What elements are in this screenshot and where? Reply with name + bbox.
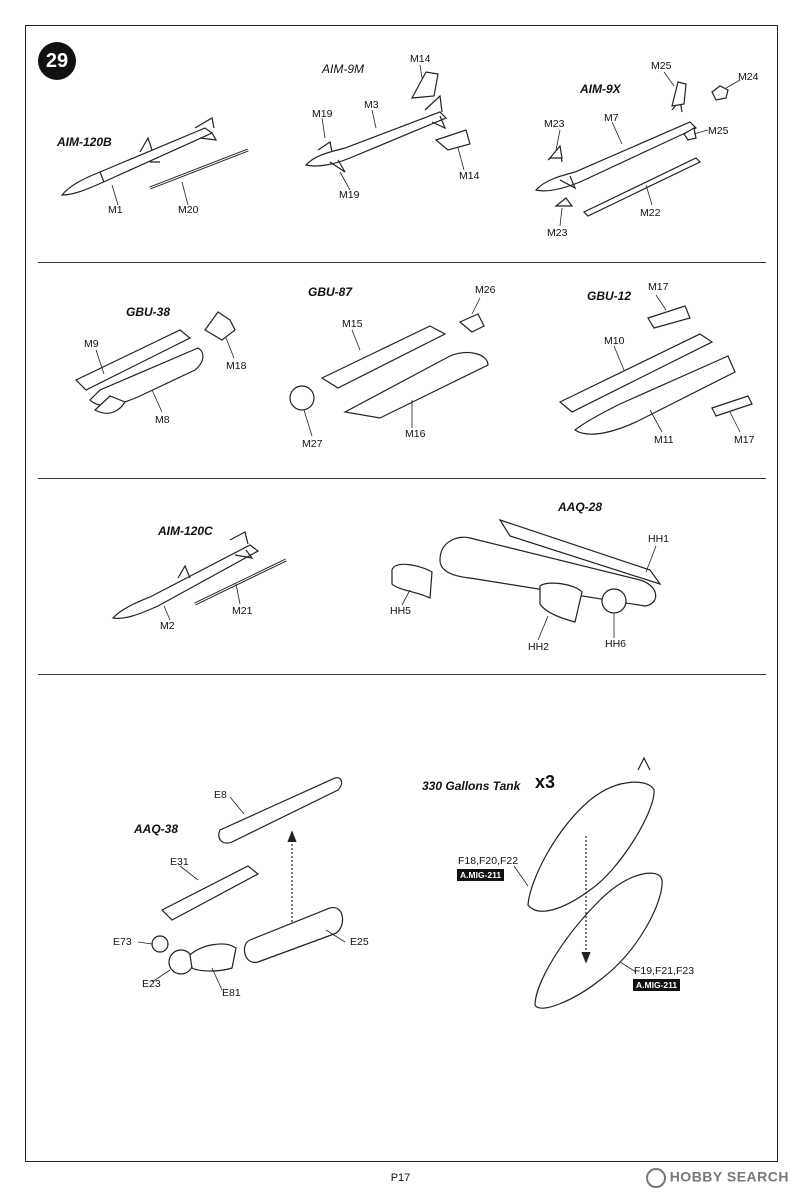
- aim-9m-title: AIM-9M: [322, 62, 364, 76]
- part-label: M24: [738, 71, 759, 83]
- section-divider: [38, 262, 766, 263]
- part-label: M10: [604, 335, 625, 347]
- page-number: P17: [390, 1172, 411, 1184]
- aim-9m-missile-drawing: [304, 71, 471, 173]
- part-label: M22: [640, 207, 661, 219]
- part-label: M27: [302, 438, 323, 450]
- part-label: M21: [232, 605, 253, 617]
- aim-9x-title: AIM-9X: [580, 82, 621, 96]
- gbu-12-title: GBU-12: [587, 289, 632, 303]
- leader-lines: [95, 64, 741, 991]
- aim-120c-title: AIM-120C: [158, 524, 213, 538]
- part-label: M19: [312, 108, 333, 120]
- part-label: M17: [734, 434, 755, 446]
- aim-120b-missile-drawing: [60, 117, 249, 196]
- part-label: M7: [604, 112, 619, 124]
- part-label: M15: [342, 318, 363, 330]
- part-label: M14: [459, 170, 480, 182]
- part-label: M25: [651, 60, 672, 72]
- aim-9x-missile-drawing: [534, 81, 729, 217]
- part-label: M26: [475, 284, 496, 296]
- step-number-badge: 29: [38, 42, 76, 80]
- part-label: E25: [350, 936, 369, 948]
- gbu-12-bomb-drawing: [558, 305, 753, 435]
- part-label: HH5: [390, 605, 412, 617]
- gbu-38-bomb-drawing: [74, 311, 236, 414]
- page-frame: [25, 25, 778, 1162]
- part-label: M1: [108, 204, 123, 216]
- tank-title: 330 Gallons Tank: [422, 779, 521, 793]
- paint-code-badge: A.MIG-211: [457, 869, 505, 881]
- aaq-38-pod-drawing: [151, 777, 344, 975]
- watermark-text: HOBBY SEARCH: [669, 1168, 789, 1185]
- watermark: HOBBY SEARCH: [645, 1168, 789, 1188]
- part-label: F19,F21,F23: [634, 965, 695, 977]
- section-divider: [38, 674, 766, 675]
- aim-120c-missile-drawing: [111, 531, 287, 619]
- part-label: M23: [547, 227, 568, 239]
- part-label: M9: [84, 338, 99, 350]
- gbu-87-bomb-drawing: [289, 313, 489, 419]
- part-label: M19: [339, 189, 360, 201]
- part-label: M25: [708, 125, 729, 137]
- section-divider: [38, 478, 766, 479]
- part-label: M23: [544, 118, 565, 130]
- part-label: E31: [170, 856, 189, 868]
- gbu-87-title: GBU-87: [308, 285, 353, 299]
- part-label: E23: [142, 978, 161, 990]
- part-label: E73: [113, 936, 132, 948]
- tank-drawing: [527, 756, 663, 1009]
- part-label: E8: [214, 789, 227, 801]
- tank-quantity: x3: [535, 772, 556, 792]
- part-label: HH1: [648, 533, 670, 545]
- hobby-search-logo-icon: [645, 1168, 666, 1188]
- part-label: M14: [410, 53, 431, 65]
- part-label: M18: [226, 360, 247, 372]
- part-label: M2: [160, 620, 175, 632]
- part-label: E81: [222, 987, 241, 999]
- part-label: M3: [364, 99, 379, 111]
- part-label: M17: [648, 281, 669, 293]
- aaq-28-title: AAQ-28: [558, 500, 603, 514]
- aaq-38-title: AAQ-38: [134, 822, 179, 836]
- part-label: HH6: [605, 638, 627, 650]
- paint-code-badge: A.MIG-211: [633, 979, 681, 991]
- part-label: F18,F20,F22: [458, 855, 519, 867]
- aim-120b-title: AIM-120B: [57, 135, 112, 149]
- gbu-38-title: GBU-38: [126, 305, 171, 319]
- part-label: HH2: [528, 641, 550, 653]
- part-label: M8: [155, 414, 170, 426]
- part-label: M11: [654, 434, 674, 446]
- part-label: M16: [405, 428, 426, 440]
- part-label: M20: [178, 204, 199, 216]
- aaq-28-pod-drawing: [391, 518, 662, 623]
